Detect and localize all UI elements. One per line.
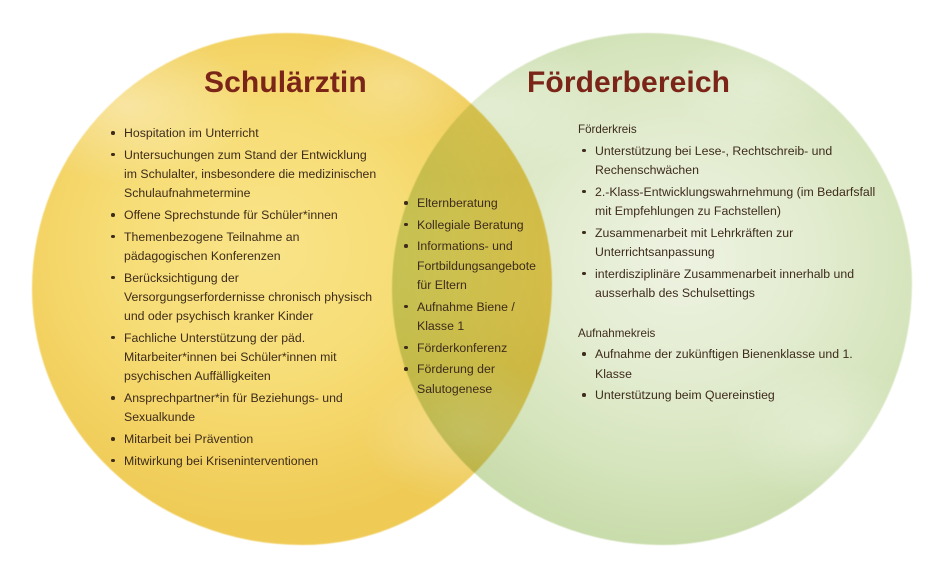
list-item: Förderung der Salutogenese — [401, 360, 533, 398]
list-item: Fachliche Unterstützung der päd. Mitarbe… — [108, 329, 380, 387]
list-item: Elternberatung — [401, 194, 533, 213]
list-item: Aufnahme Biene / Klasse 1 — [401, 298, 533, 336]
list-item: Hospitation im Unterricht — [108, 124, 380, 143]
left-circle-title: Schulärztin — [204, 66, 367, 99]
list-item: Aufnahme der zukünftigen Bienenklasse un… — [578, 345, 878, 383]
list-item: Themenbezogene Teilnahme an pädagogische… — [108, 228, 380, 266]
list-item: Förderkonferenz — [401, 339, 533, 358]
list-item: Unterstützung bei Lese-, Rechtschreib- u… — [578, 142, 878, 180]
group-label: Förderkreis — [578, 123, 637, 136]
list-item: Unterstützung beim Quereinstieg — [578, 386, 878, 405]
right-item-list: Aufnahme der zukünftigen Bienenklasse un… — [578, 345, 878, 405]
list-item: Mitwirkung bei Kriseninterventionen — [108, 452, 380, 471]
list-item: Informations- und Fortbildungsangebote f… — [401, 237, 536, 295]
right-item-list: Unterstützung bei Lese-, Rechtschreib- u… — [578, 142, 878, 303]
list-item: Ansprechpartner*in für Beziehungs- und S… — [108, 389, 380, 427]
list-item: Zusammenarbeit mit Lehrkräften zur Unter… — [578, 224, 878, 262]
right-circle-title: Förderbereich — [527, 66, 731, 99]
group-label: Aufnahmekreis — [578, 326, 656, 340]
list-item: 2.-Klass-Entwicklungswahrnehmung (im Bed… — [578, 183, 878, 221]
group-spacer — [578, 306, 878, 326]
list-item: Mitarbeit bei Prävention — [108, 430, 380, 449]
list-item: Untersuchungen zum Stand der Entwicklung… — [108, 146, 380, 204]
list-item: Berücksichtigung der Versorgungserforder… — [108, 269, 380, 327]
list-item: Offene Sprechstunde für Schüler*innen — [108, 206, 380, 225]
list-item: interdisziplinäre Zusammenarbeit innerha… — [578, 265, 878, 303]
list-item: Kollegiale Beratung — [401, 216, 533, 235]
